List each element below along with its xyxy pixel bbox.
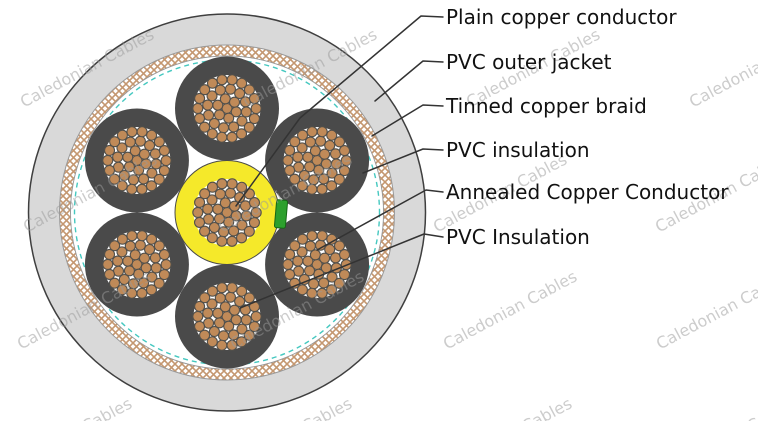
watermark-text: Caledonian Cables	[686, 25, 758, 112]
label-pvc-insulation-core: PVC insulation	[446, 138, 590, 162]
watermark-text: Caledonian Cables	[660, 394, 758, 421]
callout-line-plain-copper-conductor	[235, 15, 444, 207]
label-pvc-outer-jacket: PVC outer jacket	[446, 50, 612, 74]
callout-line-pvc-insulation-core	[362, 148, 444, 174]
callout-line-pvc-insulation-earth	[239, 233, 444, 309]
label-plain-copper-conductor: Plain copper conductor	[446, 5, 677, 29]
watermark-text: Caledonian Cables	[0, 394, 135, 421]
label-annealed-copper-conductor: Annealed Copper Conductor	[446, 180, 729, 204]
watermark-text: Caledonian Cables	[653, 267, 758, 354]
label-tinned-copper-braid: Tinned copper braid	[446, 94, 647, 118]
callout-line-tinned-copper-braid	[371, 104, 444, 137]
label-pvc-insulation-earth: PVC Insulation	[446, 225, 590, 249]
watermark-text: Caledonian Cables	[435, 394, 575, 421]
callout-line-pvc-outer-jacket	[374, 60, 444, 102]
callout-line-annealed-copper-conductor	[316, 189, 444, 251]
watermark-text: Caledonian Cables	[440, 267, 580, 354]
